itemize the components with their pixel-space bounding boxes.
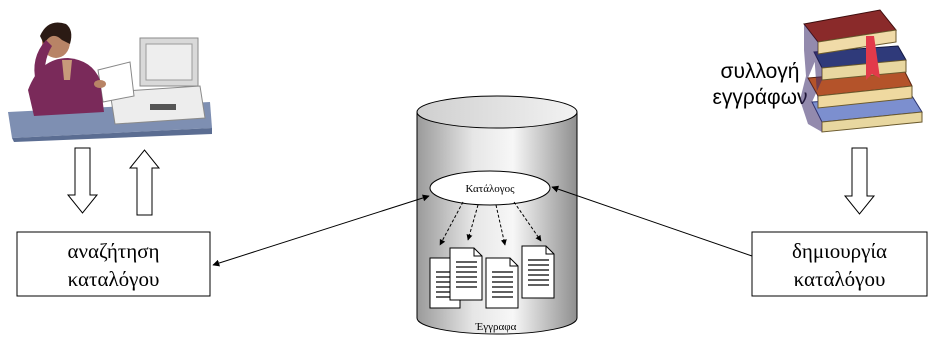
doc-link-2 — [466, 204, 479, 241]
create-box-line1: δημιουργία — [792, 239, 887, 263]
book-stack-icon — [800, 9, 923, 133]
document-icon — [449, 247, 483, 301]
create-catalog-box: δημιουργία καταλόγου — [751, 231, 928, 297]
result-up-arrow — [128, 149, 161, 216]
collection-down-arrow — [843, 147, 876, 215]
document-icon — [485, 257, 519, 309]
query-down-arrow — [66, 147, 99, 214]
search-catalog-box: αναζήτηση καταλόγου — [16, 231, 211, 297]
documents-label: Έγγραφα — [475, 321, 517, 333]
search-box-line2: καταλόγου — [68, 267, 160, 291]
doc-link-3 — [495, 204, 507, 246]
catalog-node: Κατάλογος — [429, 170, 551, 206]
person-at-computer-icon — [8, 22, 212, 142]
search-box-line1: αναζήτηση — [67, 239, 159, 263]
catalog-document-links — [439, 201, 542, 246]
document-icon — [521, 245, 555, 299]
create-catalog-connector — [551, 185, 753, 257]
collection-line1: συλλογή — [721, 60, 800, 83]
collection-line2: εγγράφων — [713, 86, 808, 109]
search-catalog-connector — [212, 194, 430, 267]
doc-link-1 — [439, 201, 464, 246]
doc-link-4 — [513, 201, 542, 242]
catalog-label: Κατάλογος — [465, 183, 515, 195]
create-box-line2: καταλόγου — [794, 267, 886, 291]
documents-group — [429, 245, 555, 309]
